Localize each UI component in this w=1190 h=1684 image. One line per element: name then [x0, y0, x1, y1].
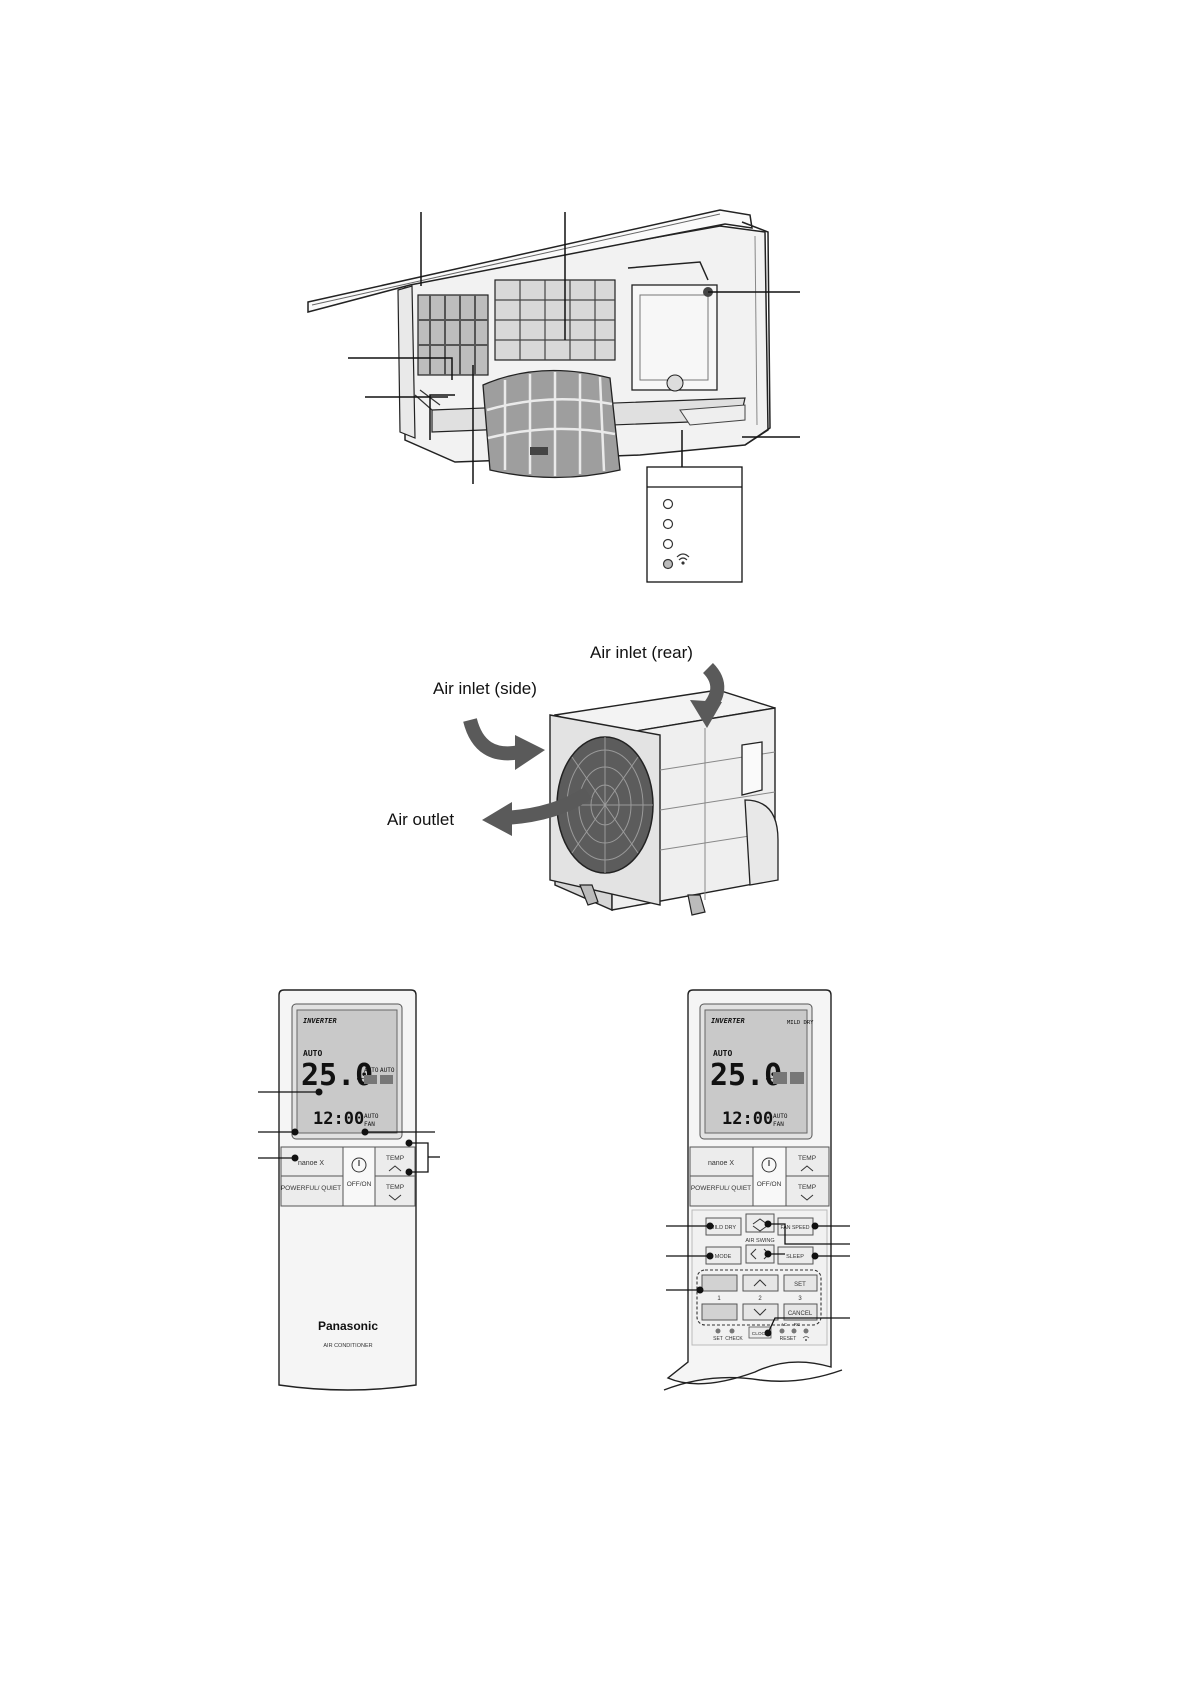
remote-control-closed: INVERTER AUTO 25.0 °C AUTO AUTO 12:00 AU… [258, 989, 440, 1391]
lamp-indicator [662, 518, 674, 530]
timer-cancel-button[interactable] [783, 1303, 818, 1321]
sleep-button-label: SLEEP [786, 1254, 804, 1260]
lcd-temp-unit: °C [356, 1077, 364, 1085]
temp-down-button-label: TEMP [798, 1184, 816, 1191]
remote-closed-leader-lines [258, 1091, 440, 1173]
chevron-up-icon [800, 1165, 814, 1172]
check-pin-label: CHECK [725, 1336, 743, 1342]
lcd-mild-dry: MILD DRY [787, 1020, 814, 1026]
lcd-brand: INVERTER [303, 1017, 337, 1025]
lcd-display [704, 1009, 808, 1134]
nanoe-button-label: nanoe X [708, 1160, 734, 1167]
air-filter-mounted [417, 294, 489, 376]
air-outlet-arrow [482, 787, 592, 836]
mode-button-label: MODE [715, 1254, 732, 1260]
powerful-quiet-button[interactable] [689, 1175, 754, 1207]
chevron-up-icon [753, 1279, 767, 1287]
lcd-clock: 12:00 [722, 1109, 773, 1129]
lcd-temperature: 25.0 [301, 1058, 373, 1093]
handle [741, 741, 763, 796]
lcd-temp-unit: °C [765, 1077, 773, 1085]
timer-set-button-label: SET [794, 1282, 806, 1288]
front-panel [307, 209, 753, 313]
control-box [627, 261, 718, 392]
chevron-down-icon [753, 1308, 767, 1316]
timer-number: 2 [758, 1296, 762, 1302]
chevron-down-icon [800, 1194, 814, 1201]
chevron-down-icon [388, 1194, 402, 1201]
power-icon [761, 1157, 777, 1173]
brand-logo: Panasonic [318, 1319, 378, 1333]
set-pin-label: SET [713, 1336, 723, 1342]
timer-set-button[interactable] [783, 1274, 818, 1292]
temp-up-button-label: TEMP [386, 1155, 404, 1162]
off-on-button-label: OFF/ON [347, 1181, 372, 1188]
nanoe-button[interactable] [689, 1146, 754, 1177]
remote-open-leader-lines [666, 1223, 850, 1334]
air-inlet-rear-arrow [690, 663, 725, 728]
lamp-indicator [662, 538, 674, 550]
temp-down-button-label: TEMP [386, 1184, 404, 1191]
lamp-indicator [662, 558, 674, 570]
swing-vertical-icon [752, 1218, 768, 1232]
lamp-indicator [662, 498, 674, 510]
power-icon [351, 1157, 367, 1173]
lcd-swing-auto: AUTO [380, 1067, 395, 1074]
timer-off-button[interactable] [701, 1303, 738, 1321]
temp-down-button[interactable] [374, 1175, 416, 1207]
nanoe-button-label: nanoe X [298, 1160, 324, 1167]
air-inlet-side-arrow [463, 717, 545, 770]
air-swing-vertical-button[interactable] [745, 1213, 775, 1233]
indoor-unit-illustration [307, 209, 800, 583]
powerful-quiet-button-label: POWERFUL/ QUIET [281, 1185, 341, 1192]
lcd-fan-auto: AUTO [364, 1067, 379, 1074]
lcd-auto-fan-label: AUTO [773, 1113, 788, 1120]
label-air-inlet-rear: Air inlet (rear) [590, 643, 693, 662]
timer-group [696, 1269, 822, 1326]
chevron-up-icon [388, 1165, 402, 1172]
temp-down-button[interactable] [785, 1175, 830, 1207]
lcd-auto-fan-label: AUTO [364, 1113, 379, 1120]
rc-label: RC [794, 1322, 801, 1327]
reset-pin-label: RESET [780, 1336, 797, 1342]
lcd-fan-label: FAN [364, 1121, 375, 1128]
timer-cancel-button-label: CANCEL [788, 1311, 813, 1317]
mild-dry-button-label: MILD DRY [710, 1225, 737, 1231]
off-on-button[interactable] [342, 1146, 376, 1207]
powerful-quiet-button[interactable] [280, 1175, 344, 1207]
lcd-fan-label: FAN [773, 1121, 784, 1128]
powerful-quiet-button-label: POWERFUL/ QUIET [691, 1185, 751, 1192]
timer-up-button[interactable] [742, 1274, 779, 1292]
lcd-temperature: 25.0 [710, 1058, 782, 1093]
timer-down-button[interactable] [742, 1303, 779, 1321]
off-on-button[interactable] [752, 1146, 787, 1207]
off-on-button-label: OFF/ON [757, 1181, 782, 1188]
remote-control-open: INVERTER MILD DRY AUTO 25.0 °C 12:00 AUT… [663, 989, 850, 1391]
wifi-icon [802, 1336, 810, 1342]
brand-subtitle: AIR CONDITIONER [323, 1343, 372, 1349]
lcd-clock: 12:00 [313, 1109, 364, 1129]
indicator-lamp-panel [646, 466, 743, 583]
indoor-leader-lines [348, 212, 800, 484]
fan-speed-button-label: FAN SPEED [780, 1225, 809, 1231]
timer-number: 3 [798, 1296, 802, 1302]
lcd-mode: AUTO [713, 1049, 732, 1058]
wifi-icon [676, 553, 690, 565]
ac-label: AC [781, 1322, 788, 1327]
air-filter-removed [482, 369, 621, 479]
lcd-mode: AUTO [303, 1049, 322, 1058]
label-air-inlet-side: Air inlet (side) [433, 679, 537, 698]
outdoor-unit-illustration: Air inlet (rear) Air inlet (side) Air ou… [387, 643, 779, 916]
label-air-outlet: Air outlet [387, 810, 454, 829]
timer-number: 1 [717, 1296, 721, 1302]
nanoe-button[interactable] [280, 1146, 344, 1177]
timer-on-button[interactable] [701, 1274, 738, 1292]
lcd-display [296, 1009, 398, 1134]
heat-exchanger [494, 279, 616, 361]
temp-up-button-label: TEMP [798, 1155, 816, 1162]
lcd-brand: INVERTER [711, 1017, 745, 1025]
air-swing-label: AIR SWING [745, 1238, 774, 1244]
clock-button-label: CLOCK [752, 1331, 769, 1337]
